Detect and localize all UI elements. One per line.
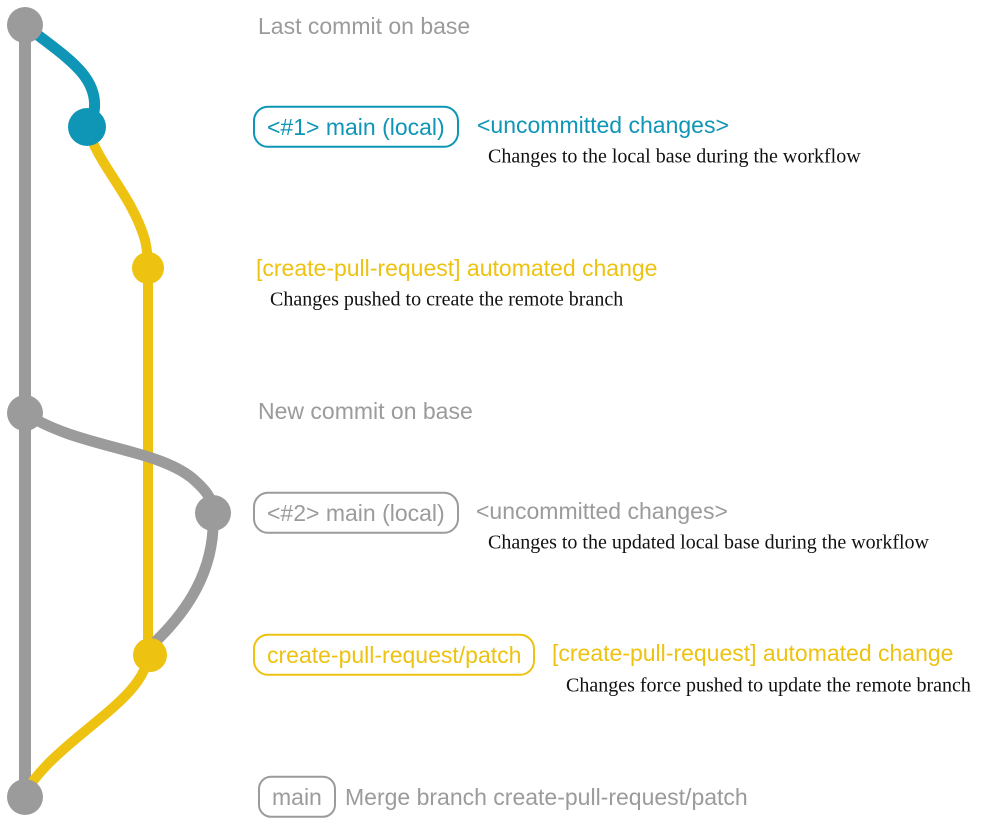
patch-branch-line (20, 122, 153, 798)
commit-node-last-base (7, 7, 43, 43)
automated-change-heading-2: [create-pull-request] automated change (552, 639, 954, 666)
branch-badge-main-local-2: <#2> main (local) (253, 491, 459, 535)
commit-node-local-1 (68, 108, 106, 146)
branch-badge-main-local-1: <#1> main (local) (253, 105, 459, 149)
commit-node-new-base (7, 395, 43, 431)
merge-commit-text: Merge branch create-pull-request/patch (345, 783, 748, 810)
updated-local-main-branch-line (19, 407, 219, 651)
automated-change-note-2: Changes force pushed to update the remot… (566, 674, 971, 697)
commit-node-automated-2 (133, 638, 167, 672)
commit-graph (7, 7, 231, 815)
automated-change-note-1: Changes pushed to create the remote bran… (270, 288, 624, 311)
commit-node-local-2 (195, 495, 231, 531)
branch-badge-main: main (258, 775, 336, 819)
commit-node-merge (7, 779, 43, 815)
branch-badge-patch: create-pull-request/patch (253, 633, 536, 677)
uncommitted-changes-heading-1: <uncommitted changes> (477, 111, 729, 138)
uncommitted-changes-note-2: Changes to the updated local base during… (488, 531, 929, 554)
commit-node-automated-1 (132, 252, 164, 284)
uncommitted-changes-note-1: Changes to the local base during the wor… (488, 145, 861, 168)
automated-change-heading-1: [create-pull-request] automated change (256, 254, 658, 281)
last-commit-title: Last commit on base (258, 12, 471, 39)
new-commit-title: New commit on base (258, 397, 473, 424)
uncommitted-changes-heading-2: <uncommitted changes> (476, 497, 728, 524)
